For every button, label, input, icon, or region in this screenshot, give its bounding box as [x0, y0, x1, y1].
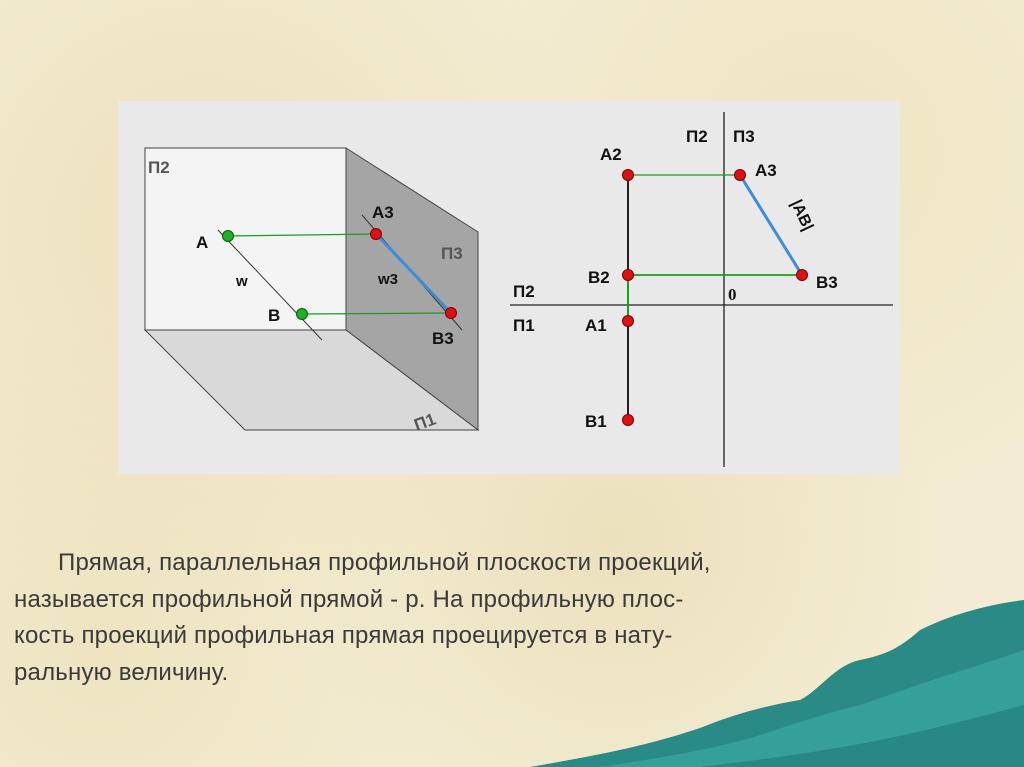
segment-a3-b3 — [738, 174, 804, 276]
label-plane-p2: П2 — [148, 158, 170, 177]
label-b1: B1 — [585, 412, 607, 431]
label-origin: 0 — [728, 285, 737, 304]
point-a3-epure — [734, 169, 746, 181]
label-point-a: A — [196, 233, 208, 252]
label-axis-p2-left: П2 — [513, 282, 535, 301]
label-a3-epure: A3 — [755, 161, 777, 180]
label-plane-p3: П3 — [441, 244, 463, 263]
label-true-length: |AB| — [787, 197, 816, 233]
label-a1: A1 — [585, 316, 607, 335]
diagram-panel: П2 П3 П1 A B w A3 B3 w3 — [118, 101, 900, 474]
point-b3-epure — [796, 269, 808, 281]
epure: П2 П3 П2 П1 0 A2 B2 A1 B1 A3 B3 |AB| — [510, 112, 893, 467]
label-axis-p3-top: П3 — [733, 127, 755, 146]
label-b3-epure: B3 — [816, 273, 838, 292]
segment-w3 — [374, 232, 453, 315]
label-point-b3: B3 — [432, 329, 454, 348]
label-point-b: B — [268, 306, 280, 325]
label-b2: B2 — [588, 268, 610, 287]
point-b2 — [622, 269, 634, 281]
point-a2 — [622, 169, 634, 181]
link-a-a3 — [227, 233, 377, 237]
description-line: Прямая, параллельная профильной плоскост… — [58, 549, 711, 576]
label-axis-p1-left: П1 — [513, 316, 535, 335]
description-paragraph: Прямая, параллельная профильной плоскост… — [14, 545, 1014, 691]
link-b-b3 — [301, 312, 452, 315]
box-model: П2 П3 П1 A B w A3 B3 w3 — [143, 147, 480, 435]
description-line: называется профильной прямой - р. На про… — [14, 585, 684, 613]
point-b1 — [622, 414, 634, 426]
label-line-w: w — [235, 273, 248, 290]
label-line-w3: w3 — [377, 271, 398, 288]
point-b3 — [445, 307, 457, 319]
label-point-a3: A3 — [372, 203, 394, 222]
point-a3 — [370, 228, 382, 240]
label-a2: A2 — [600, 145, 622, 164]
front-plane-p2 — [144, 147, 347, 331]
description-line: кость проекций профильная прямая проецир… — [14, 622, 673, 649]
label-axis-p2-top: П2 — [686, 127, 708, 146]
line-w — [217, 229, 323, 341]
point-a1 — [622, 315, 634, 327]
point-b — [296, 308, 308, 320]
projection-diagram: П2 П3 П1 A B w A3 B3 w3 — [143, 112, 893, 467]
description-line: ральную величину. — [14, 658, 229, 686]
point-a — [222, 230, 234, 242]
